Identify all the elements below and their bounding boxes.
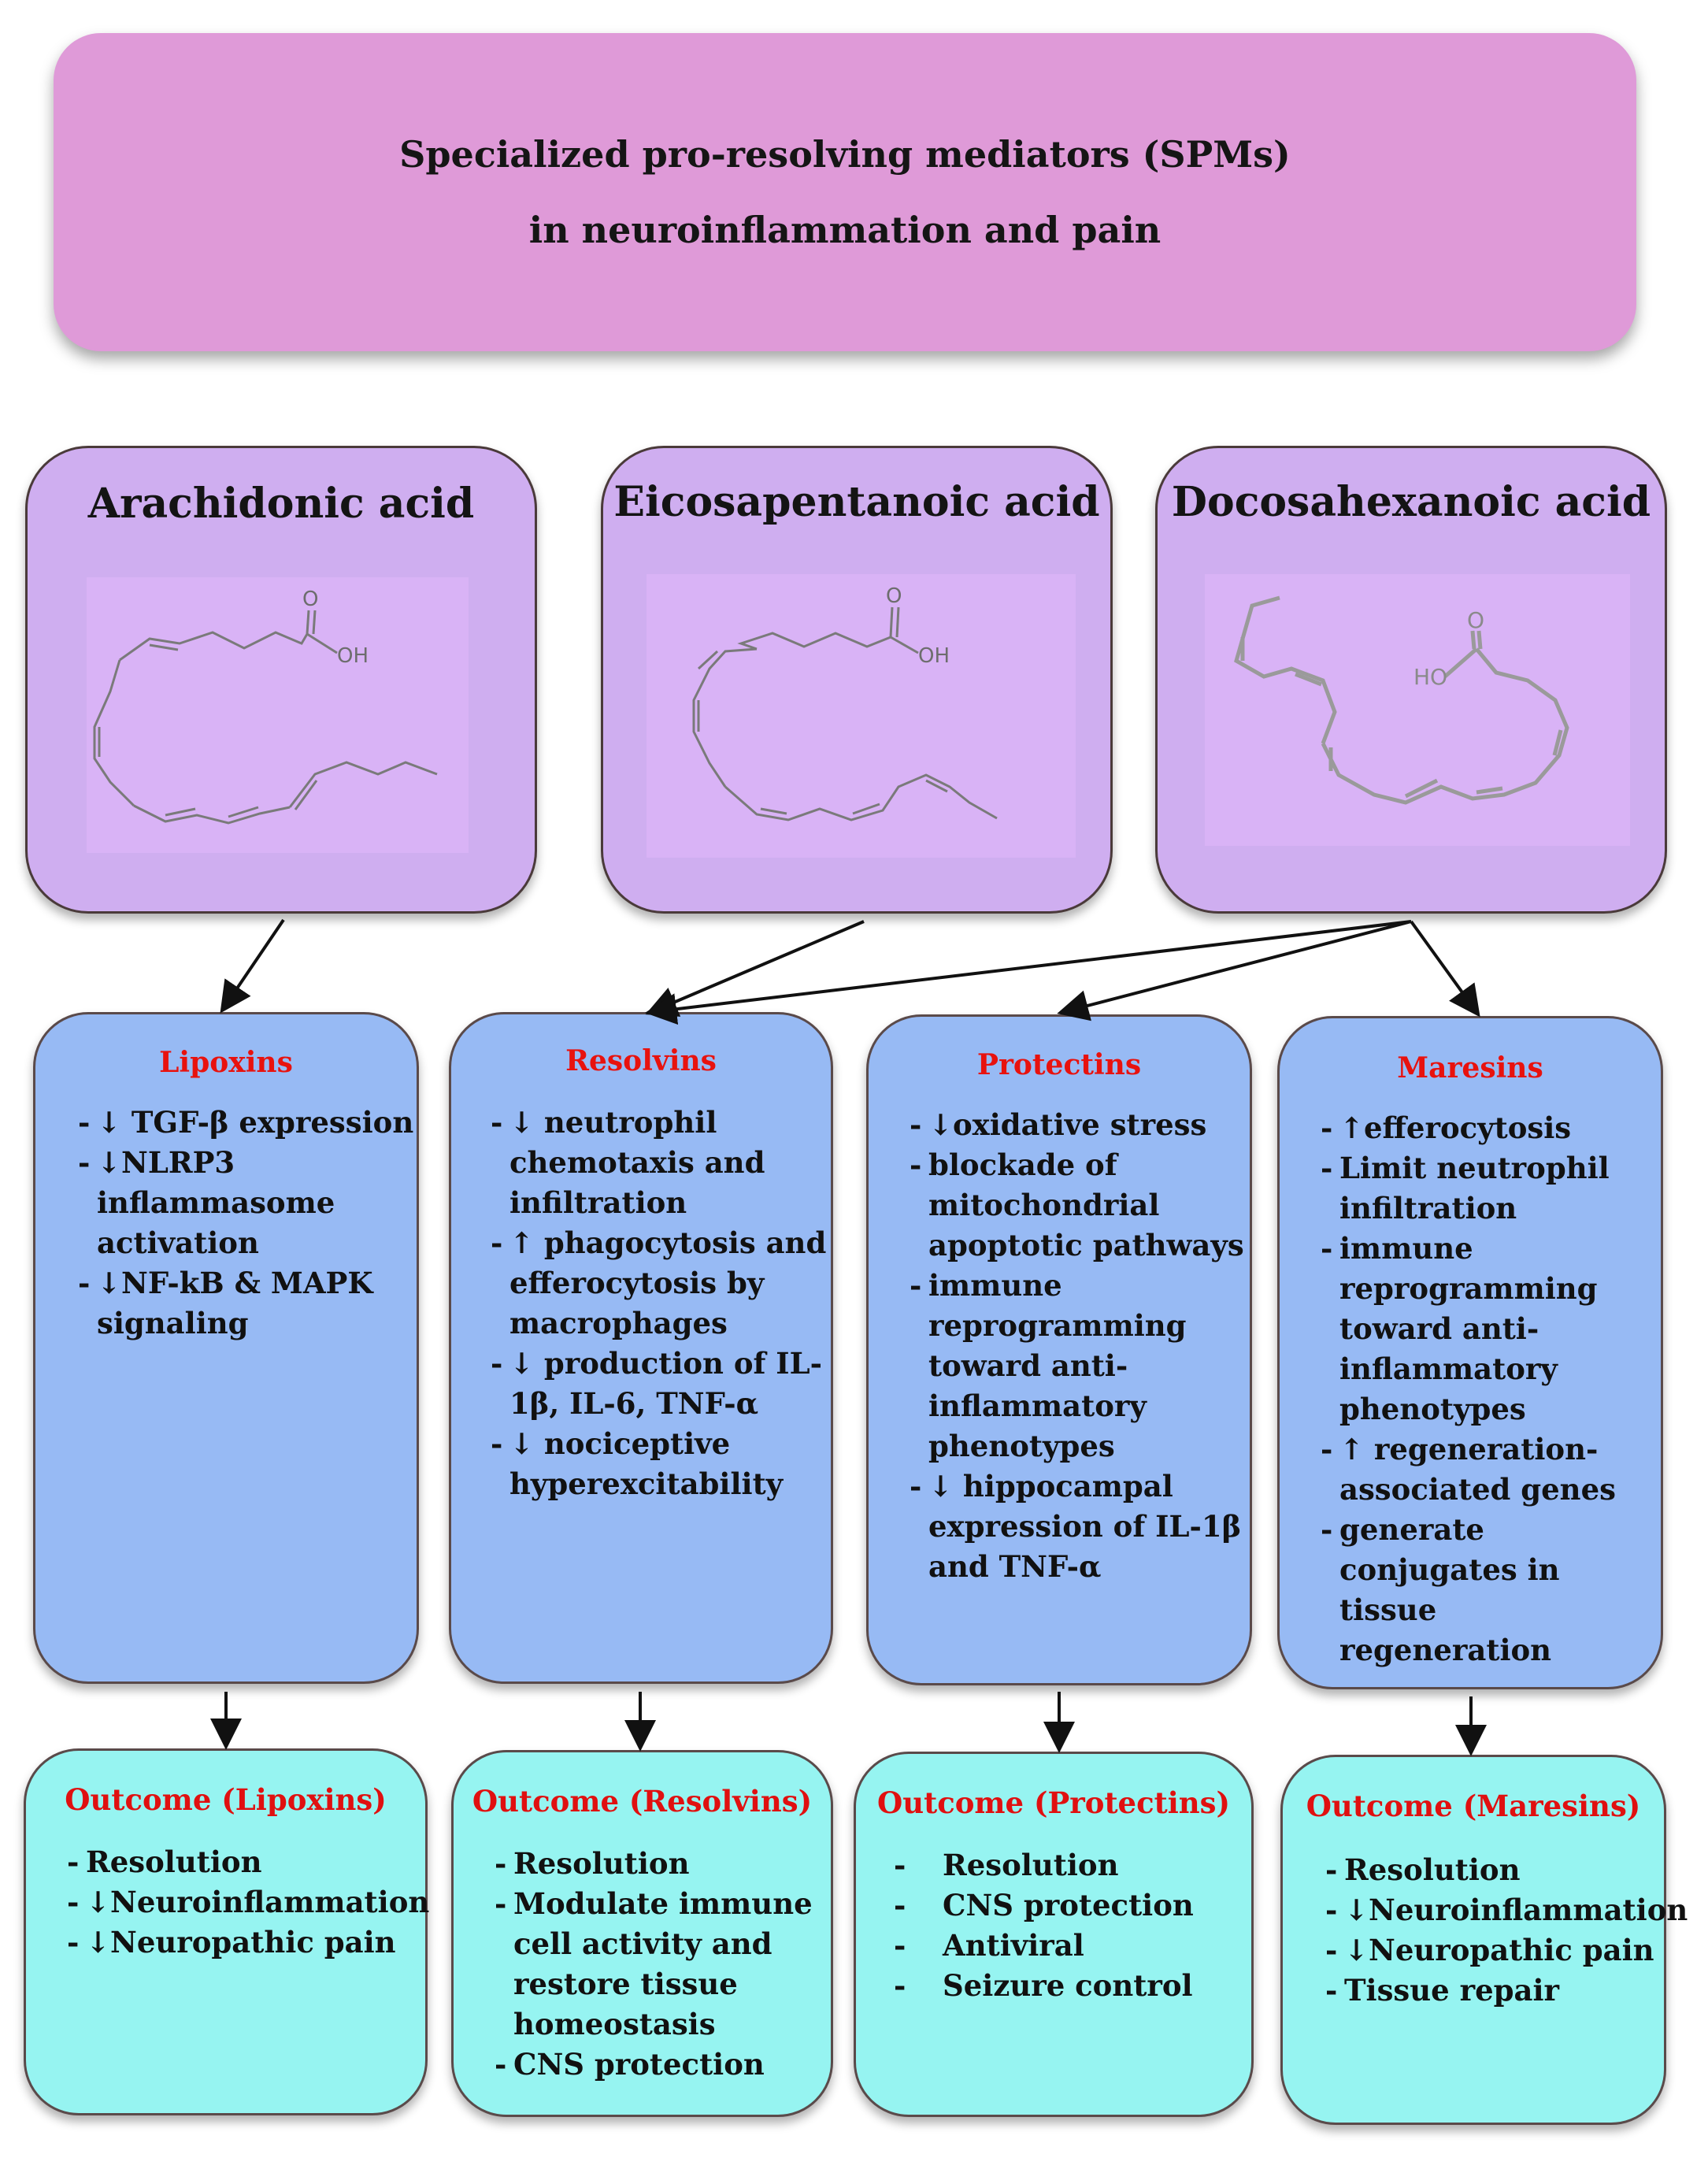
- arrow-docosahexanoic-to-maresins: [1410, 920, 1480, 1018]
- mediator-title: Resolvins: [565, 1044, 717, 1077]
- acid-box-arachidonic: Arachidonic acid O OH: [25, 446, 537, 914]
- oxygen-label: O: [1467, 607, 1484, 633]
- outcome-list: Resolution ↓Neuroinflammation ↓Neuropath…: [1325, 1850, 1688, 2011]
- molecule-structure: O OH: [87, 577, 469, 853]
- mediator-effects-list: ↓ TGF-β expression ↓NLRP3inflammasomeact…: [78, 1103, 417, 1344]
- molecule-structure: O HO: [1205, 574, 1630, 846]
- list-item: ↑efferocytosis: [1321, 1108, 1659, 1148]
- list-item: Resolution: [894, 1845, 1248, 1885]
- title-banner: Specialized pro-resolving mediators (SPM…: [54, 33, 1636, 351]
- hydroxyl-label: OH: [337, 644, 369, 668]
- arrow-arachidonic-to-lipoxins: [220, 918, 285, 1014]
- mediator-title: Maresins: [1397, 1051, 1543, 1084]
- outcome-box-resolvins: Outcome (Resolvins) Resolution Modulate …: [451, 1750, 833, 2117]
- list-item: Resolution: [495, 1844, 829, 1884]
- acid-box-docosahexanoic: Docosahexanoic acid O HO: [1155, 446, 1667, 914]
- oxygen-label: O: [302, 588, 318, 611]
- mediator-title: Lipoxins: [159, 1046, 293, 1079]
- mediator-box-lipoxins: Lipoxins ↓ TGF-β expression ↓NLRP3inflam…: [33, 1012, 419, 1684]
- list-item: ↓oxidative stress: [910, 1105, 1248, 1145]
- list-item: Seizure control: [894, 1966, 1248, 2006]
- acid-box-eicosapentanoic: Eicosapentanoic acid O OH: [601, 446, 1113, 914]
- outcome-list: Resolution ↓Neuroinflammation ↓Neuropath…: [67, 1842, 429, 1963]
- title-line-2: in neuroinflammation and pain: [528, 209, 1162, 251]
- outcome-list: Resolution CNS protection Antiviral Seiz…: [894, 1845, 1248, 2006]
- hydroxyl-label: OH: [918, 644, 950, 668]
- list-item: CNS protection: [894, 1885, 1248, 1926]
- outcome-title: Outcome (Resolvins): [472, 1784, 813, 1819]
- list-item: CNS protection: [495, 2045, 829, 2085]
- outcome-title: Outcome (Protectins): [876, 1785, 1231, 1820]
- mediator-title: Protectins: [976, 1048, 1142, 1081]
- arrow-docosahexanoic-to-protectins: [1057, 920, 1412, 1021]
- outcome-box-maresins: Outcome (Maresins) Resolution ↓Neuroinfl…: [1280, 1755, 1688, 2125]
- list-item: ↓Neuroinflammation: [67, 1882, 429, 1922]
- acid-title: Eicosapentanoic acid: [613, 478, 1100, 526]
- list-item: ↑ regeneration-associated genes: [1321, 1429, 1659, 1510]
- mediator-box-protectins: Protectins ↓oxidative stress blockade of…: [866, 1014, 1252, 1685]
- oxygen-label: O: [886, 584, 902, 608]
- list-item: ↓Neuropathic pain: [67, 1922, 421, 1963]
- acid-title: Arachidonic acid: [87, 480, 475, 528]
- outcome-box-protectins: Outcome (Protectins) Resolution CNS prot…: [854, 1752, 1254, 2117]
- arrow-docosahexanoic-to-resolvins: [645, 920, 1412, 1025]
- outcome-title: Outcome (Maresins): [1306, 1789, 1641, 1823]
- acid-title: Docosahexanoic acid: [1171, 478, 1651, 526]
- molecule-structure: O OH: [647, 574, 1076, 858]
- title-line-1: Specialized pro-resolving mediators (SPM…: [399, 133, 1291, 176]
- hydroxyl-label: HO: [1413, 664, 1447, 690]
- list-item: Antiviral: [894, 1926, 1248, 1966]
- list-item: Resolution: [67, 1842, 421, 1882]
- arrow-eicosapentanoic-to-resolvins: [645, 920, 865, 1017]
- mediator-effects-list: ↓oxidative stress blockade ofmitochondri…: [910, 1105, 1248, 1587]
- list-item: ↓ TGF-β expression: [78, 1103, 417, 1143]
- list-item: Tissue repair: [1325, 1971, 1664, 2011]
- mediator-box-maresins: Maresins ↑efferocytosis Limit neutrophil…: [1277, 1016, 1663, 1689]
- outcome-box-lipoxins: Outcome (Lipoxins) Resolution ↓Neuroinfl…: [24, 1748, 429, 2115]
- list-item: Resolution: [1325, 1850, 1664, 1890]
- outcome-title: Outcome (Lipoxins): [65, 1782, 387, 1817]
- list-item: ↓Neuroinflammation: [1325, 1890, 1688, 1930]
- list-item: ↓ production of IL-1β, IL-6, TNF-α: [491, 1344, 829, 1424]
- mediator-effects-list: ↑efferocytosis Limit neutrophilinfiltrat…: [1321, 1108, 1659, 1670]
- list-item: ↓Neuropathic pain: [1325, 1930, 1664, 1971]
